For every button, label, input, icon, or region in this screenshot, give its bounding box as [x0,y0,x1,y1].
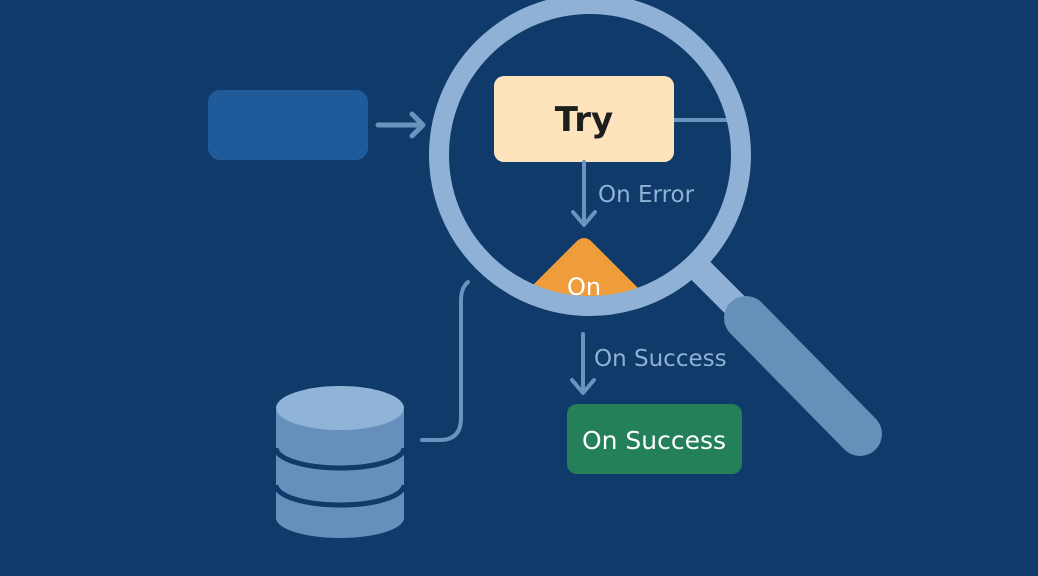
database-icon [273,386,407,538]
on-success-arrow [570,332,596,395]
on-success-node-label: On Success [582,426,726,455]
on-error-label: On Error [598,182,695,208]
arrow-icon [375,111,426,139]
input-block[interactable] [208,90,368,160]
magnifier-handle [724,296,882,456]
try-label: Try [555,100,613,140]
on-error-arrow [571,160,597,227]
on-success-node[interactable] [567,404,742,474]
magnifying-glass-icon [429,0,751,316]
try-block[interactable] [494,76,674,162]
database-connector [420,280,470,442]
on-success-label: On Success [594,346,727,372]
